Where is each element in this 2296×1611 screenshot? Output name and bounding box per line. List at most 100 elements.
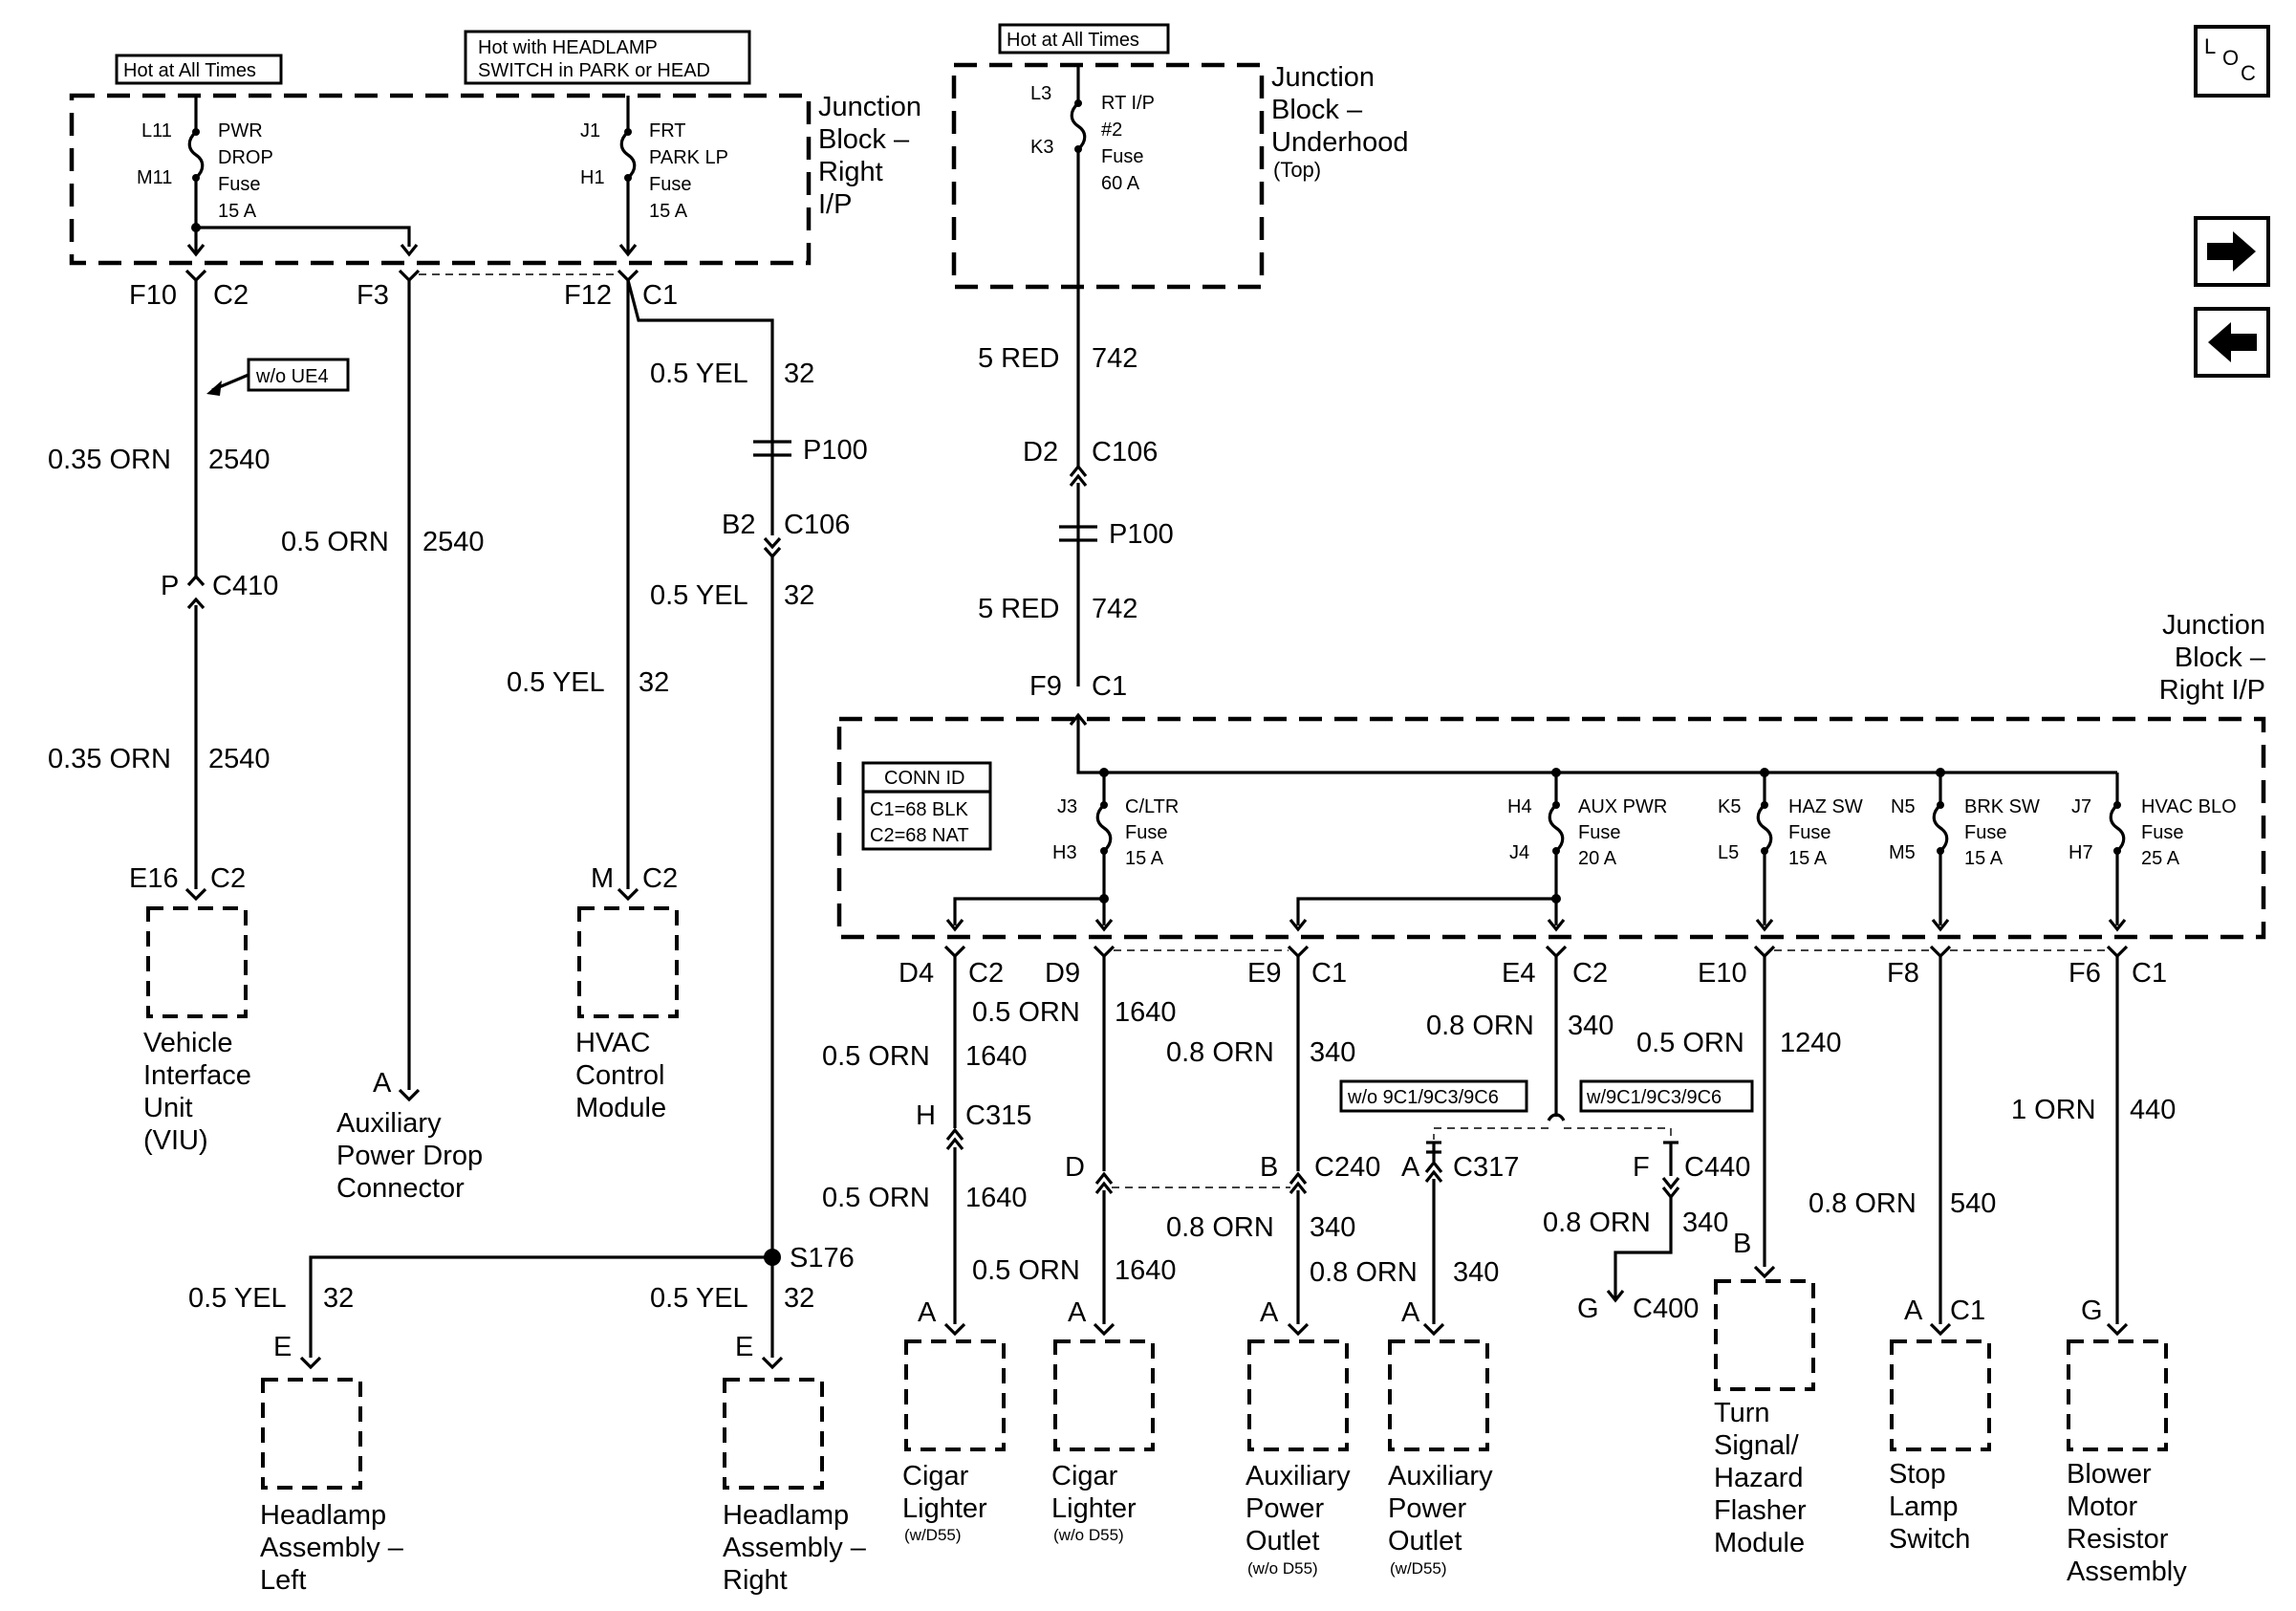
svg-text:Lighter: Lighter: [1051, 1493, 1137, 1524]
svg-text:K5: K5: [1718, 796, 1741, 817]
brk-sw-fuse: N5 M5 BRK SW Fuse 15 A: [1889, 773, 2040, 925]
loc-button[interactable]: L O C: [2194, 25, 2270, 98]
conn-e-right: E: [735, 1332, 753, 1362]
conn-c2-hvac: C2: [642, 863, 678, 894]
headlamp-right-label: Headlamp Assembly – Right: [723, 1500, 867, 1596]
conn-id-box: CONN ID C1=68 BLK C2=68 NAT: [861, 761, 992, 851]
viu-component: [146, 906, 248, 1018]
previous-page-button[interactable]: [2194, 307, 2270, 378]
conn-b: B: [1260, 1152, 1278, 1183]
wo-9c-box: [1339, 1079, 1528, 1113]
conn-c1-e9: C1: [1311, 958, 1347, 989]
left-arrow-icon: [2208, 322, 2257, 362]
wire-08-orn-ao2-lower: 0.8 ORN: [1310, 1257, 1418, 1288]
frt-park-lp-fuse: J1 H1 FRT PARK LP Fuse 15 A: [580, 96, 728, 253]
svg-text:Fuse: Fuse: [1964, 822, 2006, 843]
wire-05-orn-cl1-upper: 0.5 ORN: [822, 1041, 930, 1072]
wire-05-yel-upper: 0.5 YEL: [650, 359, 748, 389]
wire-2540-lower: 2540: [208, 744, 271, 774]
p100-inline-left: [753, 435, 791, 462]
conn-c2-viu: C2: [210, 863, 246, 894]
c-ltr-fuse: J3 H3 C/LTR Fuse 15 A: [1052, 773, 1179, 925]
svg-text:Power: Power: [1245, 1493, 1325, 1524]
pwr-drop-fuse: L11 M11 PWR DROP Fuse 15 A: [137, 96, 273, 253]
svg-text:Auxiliary: Auxiliary: [336, 1108, 442, 1139]
wire-05-orn-ts: 0.5 ORN: [1636, 1028, 1744, 1058]
svg-text:20 A: 20 A: [1578, 848, 1617, 869]
svg-text:M5: M5: [1889, 842, 1916, 863]
svg-text:Cigar: Cigar: [902, 1461, 969, 1491]
hvac-control-label: HVAC Control Module: [575, 1028, 666, 1123]
conn-a-cl1: A: [918, 1297, 937, 1328]
svg-text:(VIU): (VIU): [143, 1125, 208, 1156]
aux-pwr-fuse: H4 J4 AUX PWR Fuse 20 A: [1507, 773, 1667, 925]
svg-text:Block –: Block –: [1271, 95, 1363, 125]
aux-outlet-1-component: [1247, 1339, 1349, 1451]
conn-h: H: [916, 1100, 936, 1131]
svg-text:Lamp: Lamp: [1889, 1491, 1959, 1522]
wire-340-c440: 340: [1682, 1208, 1728, 1238]
svg-text:Resistor: Resistor: [2067, 1524, 2169, 1555]
next-page-button[interactable]: [2194, 216, 2270, 287]
svg-text:Junction: Junction: [818, 92, 921, 122]
wire-340-ao1-upper: 340: [1310, 1037, 1355, 1068]
cigar-lighter-1-label: Cigar Lighter (w/D55): [902, 1461, 987, 1544]
svg-text:Interface: Interface: [143, 1060, 251, 1091]
headlamp-right-component: [723, 1378, 824, 1490]
headlamp-left-component: [261, 1378, 362, 1490]
svg-text:Headlamp: Headlamp: [723, 1500, 849, 1531]
svg-text:HVAC BLO: HVAC BLO: [2141, 796, 2237, 817]
conn-f3: F3: [357, 280, 389, 311]
conn-c106-right: C106: [1092, 437, 1158, 468]
wire-32-upper: 32: [784, 359, 814, 389]
cigar-lighter-1-component: [904, 1339, 1006, 1451]
wire-035-orn-upper: 0.35 ORN: [48, 445, 171, 475]
svg-text:Assembly –: Assembly –: [723, 1533, 867, 1563]
wire-05-yel-hl-left: 0.5 YEL: [188, 1283, 287, 1314]
svg-text:C1=68 BLK: C1=68 BLK: [870, 799, 969, 820]
svg-text:BRK SW: BRK SW: [1964, 796, 2040, 817]
junction-block-right-ip-top: [69, 93, 812, 266]
wire-440-bl: 440: [2130, 1095, 2176, 1125]
conn-c1-f9: C1: [1092, 671, 1127, 702]
svg-text:#2: #2: [1101, 120, 1122, 141]
svg-text:Lighter: Lighter: [902, 1493, 987, 1524]
svg-text:Fuse: Fuse: [218, 174, 260, 195]
hvac-control-component: [577, 906, 679, 1018]
hot-at-all-times-label-2: Hot at All Times: [1007, 30, 1139, 51]
wire-32-hvac: 32: [639, 667, 669, 698]
svg-text:H1: H1: [580, 167, 605, 188]
svg-text:(w/o D55): (w/o D55): [1053, 1526, 1124, 1544]
svg-text:Assembly –: Assembly –: [260, 1533, 404, 1563]
blower-label: Blower Motor Resistor Assembly: [2067, 1459, 2187, 1587]
conn-d4: D4: [899, 958, 934, 989]
svg-text:Right: Right: [723, 1565, 788, 1596]
wire-32-hl-left: 32: [323, 1283, 354, 1314]
svg-text:RT I/P: RT I/P: [1101, 93, 1155, 114]
conn-p: P: [161, 571, 179, 601]
aux-power-drop-label: Auxiliary Power Drop Connector: [336, 1108, 483, 1204]
hot-at-all-times-box-2: [998, 23, 1170, 54]
wire-1640-cl1-upper: 1640: [965, 1041, 1028, 1072]
wire-05-yel-mid: 0.5 YEL: [650, 580, 748, 611]
svg-text:Fuse: Fuse: [1788, 822, 1830, 843]
conn-d: D: [1065, 1152, 1085, 1183]
svg-text:15 A: 15 A: [649, 201, 688, 222]
svg-text:L11: L11: [141, 120, 172, 142]
hot-headlamp-label-1: Hot with HEADLAMP: [478, 37, 658, 58]
svg-text:Fuse: Fuse: [2141, 822, 2183, 843]
wire-1640-cl2-lower: 1640: [1115, 1255, 1177, 1286]
wire-340-ao2-lower: 340: [1453, 1257, 1499, 1288]
turn-signal-label: Turn Signal/ Hazard Flasher Module: [1714, 1398, 1807, 1558]
conn-b2: B2: [722, 510, 755, 540]
wire-05-orn-cl2-upper: 0.5 ORN: [972, 997, 1080, 1028]
wire-035-orn-lower: 0.35 ORN: [48, 744, 171, 774]
conn-a-aux: A: [373, 1068, 392, 1099]
headlamp-left-label: Headlamp Assembly – Left: [260, 1500, 404, 1596]
svg-text:J3: J3: [1057, 796, 1077, 817]
svg-text:K3: K3: [1030, 137, 1053, 158]
svg-text:Cigar: Cigar: [1051, 1461, 1118, 1491]
conn-m: M: [591, 863, 614, 894]
svg-text:H3: H3: [1052, 842, 1077, 863]
conn-e-left: E: [273, 1332, 292, 1362]
